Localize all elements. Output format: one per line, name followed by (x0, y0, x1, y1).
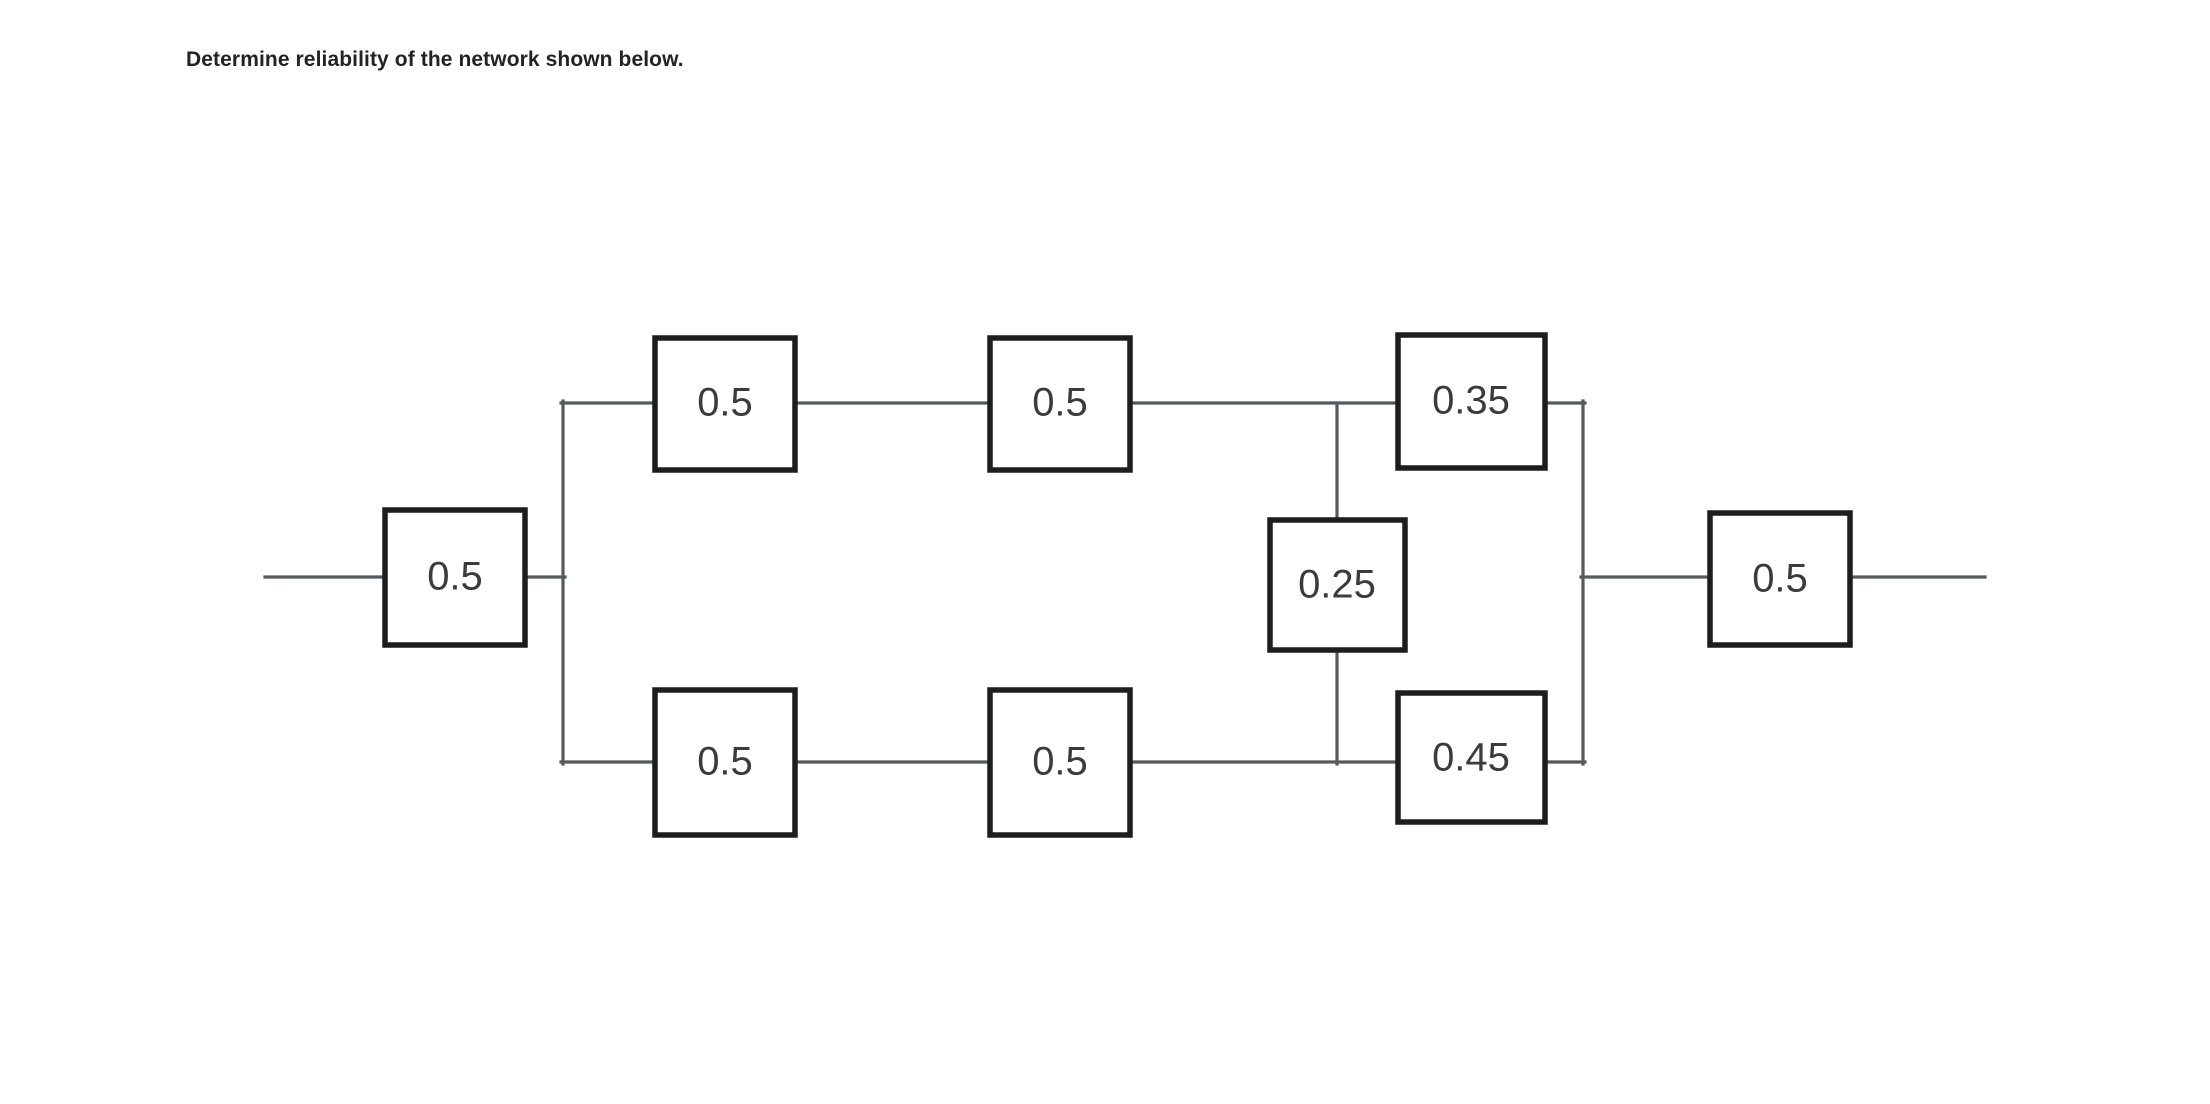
wire-group (263, 399, 1987, 766)
node-bottom-3-label: 0.45 (1432, 736, 1510, 780)
node-input-label: 0.5 (427, 555, 483, 599)
node-top-2[interactable]: 0.5 (987, 335, 1133, 473)
node-group: 0.5 0.5 0.5 0.35 0.25 (382, 332, 1853, 838)
node-bridge-box[interactable] (1267, 517, 1408, 653)
node-bottom-3-box[interactable] (1395, 690, 1548, 825)
node-output[interactable]: 0.5 (1707, 510, 1853, 648)
node-top-1[interactable]: 0.5 (652, 335, 798, 473)
node-top-3[interactable]: 0.35 (1395, 332, 1548, 471)
node-output-box[interactable] (1707, 510, 1853, 648)
node-bottom-1-label: 0.5 (697, 740, 753, 784)
node-bottom-2[interactable]: 0.5 (987, 687, 1133, 838)
page-title: Determine reliability of the network sho… (186, 48, 684, 71)
node-bottom-3[interactable]: 0.45 (1395, 690, 1548, 825)
node-input[interactable]: 0.5 (382, 507, 528, 648)
node-top-2-box[interactable] (987, 335, 1133, 473)
node-top-2-label: 0.5 (1032, 381, 1088, 425)
node-bottom-2-box[interactable] (987, 687, 1133, 838)
node-output-label: 0.5 (1752, 557, 1808, 601)
node-top-3-label: 0.35 (1432, 379, 1510, 423)
node-bottom-2-label: 0.5 (1032, 740, 1088, 784)
node-bridge-label: 0.25 (1298, 563, 1376, 607)
node-bottom-1[interactable]: 0.5 (652, 687, 798, 838)
node-top-1-box[interactable] (652, 335, 798, 473)
node-bottom-1-box[interactable] (652, 687, 798, 838)
node-top-3-box[interactable] (1395, 332, 1548, 471)
node-top-1-label: 0.5 (697, 381, 753, 425)
node-bridge[interactable]: 0.25 (1267, 517, 1408, 653)
node-input-box[interactable] (382, 507, 528, 648)
